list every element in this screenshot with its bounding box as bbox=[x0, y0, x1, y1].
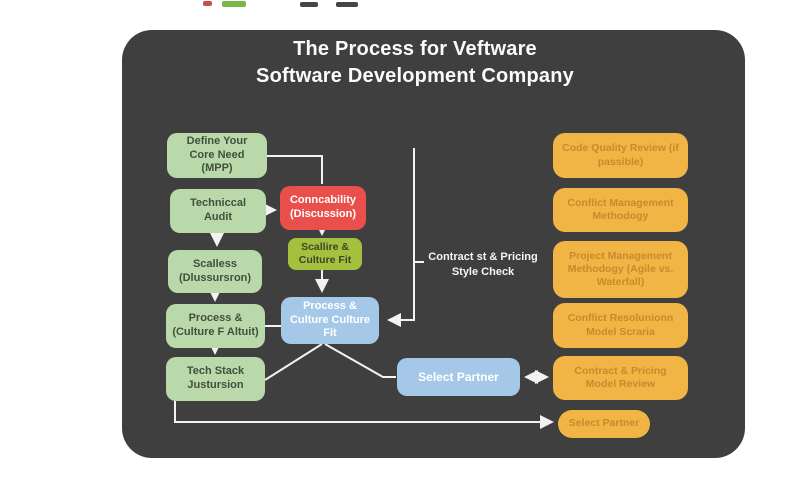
node-tech-stack: Tech Stack Justursion bbox=[166, 357, 265, 401]
top-artifact-dark-2 bbox=[336, 2, 358, 7]
connector-contractcheck-to-culturefit bbox=[387, 148, 415, 327]
top-artifact-red bbox=[203, 1, 212, 6]
node-select-partner-end: Select Partner bbox=[558, 410, 650, 438]
connector-techstack-to-selectpartner-end bbox=[174, 401, 554, 429]
node-conflict-management: Conflict Management Methodogy bbox=[553, 188, 688, 232]
node-select-partner-mid: Select Partner bbox=[397, 358, 520, 396]
node-technical-audit: Techniccal Audit bbox=[170, 189, 266, 233]
top-artifact-green bbox=[222, 1, 246, 7]
node-contract-pricing-review: Contract & Pricing Model Review bbox=[553, 356, 688, 400]
annotation-contract-style-check: Contract st & Pricing Style Check bbox=[428, 251, 538, 279]
node-code-quality-review: Code Quality Review (if passible) bbox=[553, 133, 688, 178]
connector-culturefit-to-selectpartner bbox=[324, 343, 396, 378]
node-define-core-need: Define Your Core Need (MPP) bbox=[167, 133, 267, 178]
node-conflict-resolution: Conflict Resolunionn Model Scraria bbox=[553, 303, 688, 348]
diagram-title-line1: The Process for Veftware bbox=[293, 38, 537, 60]
connector-techstack-to-culturefit bbox=[264, 343, 323, 381]
top-artifact-dark-1 bbox=[300, 2, 318, 7]
node-scalless-discussion: Scalless (Dlussursron) bbox=[168, 250, 262, 293]
connector-define-to-conncability bbox=[267, 155, 323, 184]
node-process-culture-fit: Process & Culture Culture Fit bbox=[281, 297, 379, 344]
diagram-title-line2: Software Development Company bbox=[256, 65, 574, 87]
node-scallire-culture-fit: Scallire & Culture Fit bbox=[288, 238, 362, 270]
diagram-title: The Process for Veftware Software Develo… bbox=[230, 36, 600, 90]
node-process-culture: Process & (Culture F Altuit) bbox=[166, 304, 265, 348]
node-project-management: Project Management Methodogy (Agile vs. … bbox=[553, 241, 688, 298]
node-conncability-discussion: Conncability (Discussion) bbox=[280, 186, 366, 230]
